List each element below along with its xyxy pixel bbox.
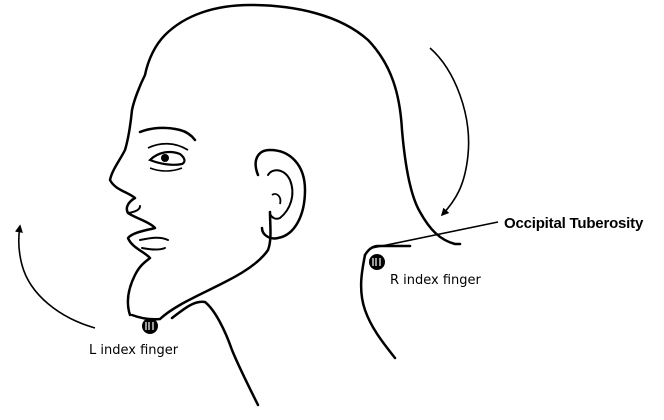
occipital-label: Occipital Tuberosity (504, 216, 643, 231)
nose (128, 206, 140, 213)
ear-icon (256, 150, 305, 238)
eye-icon (148, 144, 188, 171)
left-curved-arrow (19, 226, 95, 328)
occipital-pointer-line (372, 222, 498, 248)
right-finger-label: R index finger (390, 274, 481, 287)
left-finger-label: L index finger (89, 344, 178, 357)
neck-front-line (172, 302, 258, 405)
neck-back-upper (365, 246, 410, 255)
neck-back-line (361, 255, 395, 358)
curved-arrow-icon (430, 48, 469, 215)
mouth (140, 238, 168, 250)
left-fingertip-marker (142, 318, 158, 334)
eyebrow (140, 128, 195, 140)
fingertip-marker-icon (369, 254, 385, 270)
